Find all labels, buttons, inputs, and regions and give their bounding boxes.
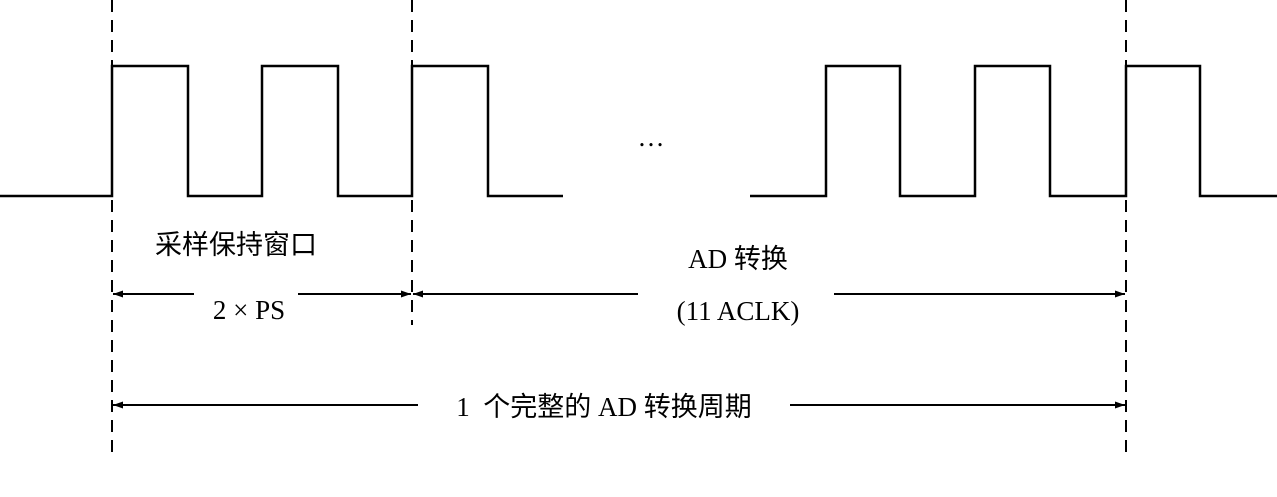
full-cycle-label: 1 个完整的 AD 转换周期 xyxy=(456,392,752,422)
clock-waveform-left xyxy=(0,64,563,198)
sample-window-label: 采样保持窗口 xyxy=(155,230,317,260)
clock-waveform-right xyxy=(750,64,1277,198)
conversion-duration: (11 ACLK) xyxy=(677,296,800,326)
sample-window-duration: 2 × PS xyxy=(213,295,285,325)
conversion-label: AD 转换 xyxy=(688,244,788,274)
ellipsis-text: … xyxy=(638,122,665,152)
